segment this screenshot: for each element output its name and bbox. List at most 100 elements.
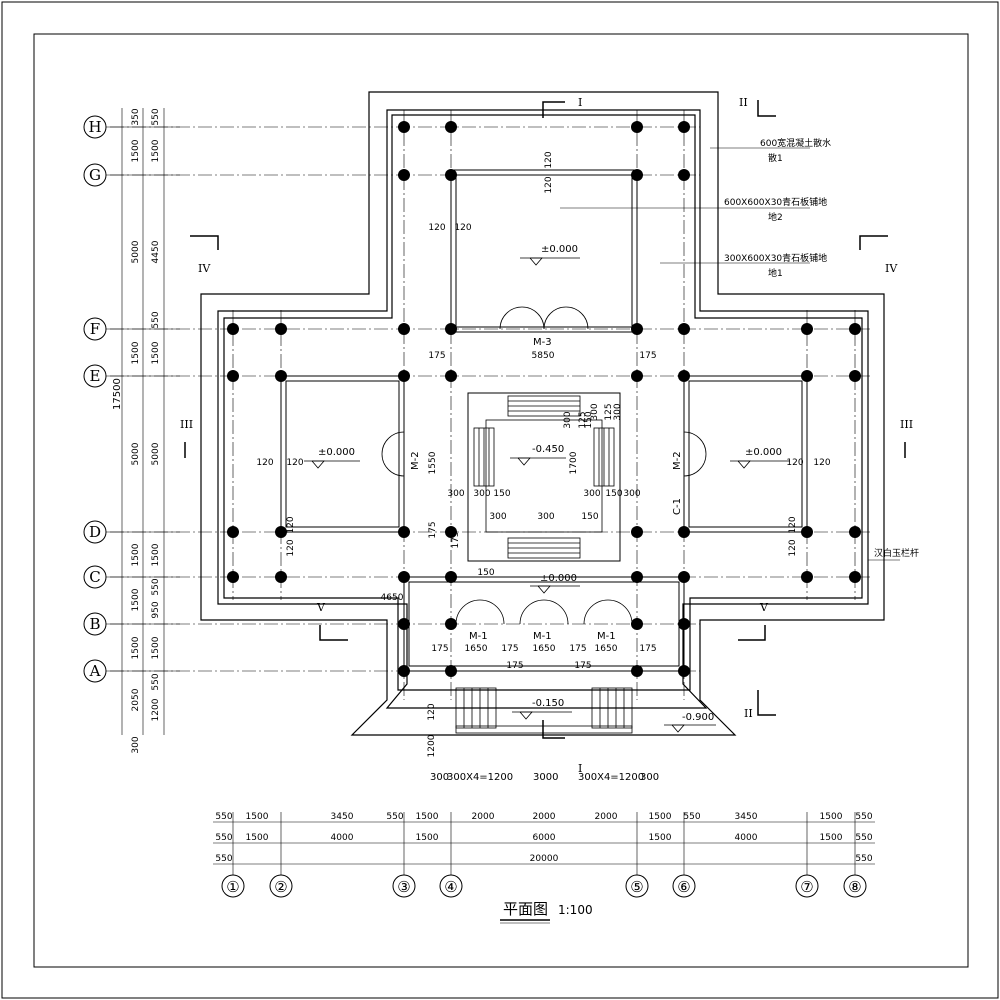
door-M3: M-3 (533, 337, 552, 348)
bottom-dim-value: 550 (215, 833, 232, 843)
column-dot (678, 526, 690, 538)
column-dot (678, 323, 690, 335)
column-dot (398, 121, 410, 133)
left-dim-value: 5000 (131, 240, 141, 263)
column-dot (398, 370, 410, 382)
left-dim-value: 1500 (151, 543, 161, 566)
drawing-title: 平面图 (503, 900, 548, 918)
annotations: 600宽混凝土散水 散1 600X600X30青石板铺地 地2 300X600X… (724, 137, 919, 559)
plan-dim-value: 1650 (595, 644, 618, 654)
bottom-dim-value: 1500 (246, 833, 269, 843)
axis-label-E: E (90, 367, 101, 385)
level-west: ±0.000 (318, 447, 355, 458)
section-markers (184, 100, 906, 739)
column-dot (227, 571, 239, 583)
bottom-dim-value: 1500 (820, 833, 843, 843)
axis-label-bottom: ⑦ (800, 878, 813, 896)
bottom-dim-value: 550 (855, 833, 872, 843)
plan-dim-value: 175 (569, 644, 586, 654)
left-dim-value: 5000 (131, 442, 141, 465)
note-floor-1: 300X600X30青石板铺地 (724, 252, 827, 264)
left-dim-value: 1500 (131, 636, 141, 659)
level-north: ±0.000 (541, 244, 578, 255)
column-dot (631, 323, 643, 335)
column-dot (227, 370, 239, 382)
left-dim-value: 1500 (131, 341, 141, 364)
plan-dim-value: 150 (493, 489, 510, 499)
column-dot (631, 169, 643, 181)
plan-dim-value: 120 (286, 458, 303, 468)
note-floor-2-code: 地2 (768, 211, 783, 223)
section-III-left: III (180, 418, 193, 431)
plan-dim-value: 125 (604, 403, 614, 420)
bottom-dimension-lines (213, 821, 875, 865)
bottom-dim-value: 4000 (735, 833, 758, 843)
note-railing: 汉白玉栏杆 (874, 547, 919, 559)
door-M1-b: M-1 (533, 631, 552, 642)
column-dot (445, 323, 457, 335)
bottom-dim-value: 550 (683, 812, 700, 822)
bottom-dim-value: 1500 (246, 812, 269, 822)
plan-dim-value: 175 (506, 661, 523, 671)
bottom-dim-value: 1500 (416, 812, 439, 822)
front-steps (455, 687, 633, 734)
axis-label-bottom: ② (274, 878, 287, 896)
step-dim-5: 300 (640, 772, 659, 783)
section-II-bottom: II (744, 707, 753, 720)
column-dot (631, 571, 643, 583)
plan-dim-value: 175 (451, 531, 461, 548)
section-III-right: III (900, 418, 913, 431)
level-south-hall: ±0.000 (540, 573, 577, 584)
door-M2-west: M-2 (410, 451, 421, 470)
plan-dim-value: 300 (537, 512, 554, 522)
column-dot (227, 526, 239, 538)
axis-label-bottom: ④ (444, 878, 457, 896)
left-dim-value: 950 (151, 601, 161, 618)
bottom-dim-value: 2000 (533, 812, 556, 822)
bottom-dim-value: 20000 (530, 854, 559, 864)
column-dot (445, 571, 457, 583)
plan-dim-value: 175 (431, 644, 448, 654)
plan-dim-value: 120 (786, 458, 803, 468)
plan-dim-value: 175 (574, 661, 591, 671)
left-dim-value: 550 (151, 108, 161, 125)
column-dot (801, 323, 813, 335)
axis-label-bottom: ⑤ (630, 878, 643, 896)
column-dot (801, 571, 813, 583)
plan-dim-value: 1650 (533, 644, 556, 654)
column-dot (849, 323, 861, 335)
axis-label-bottom: ⑧ (848, 878, 861, 896)
left-dim-value: 1500 (151, 341, 161, 364)
column-dot (445, 121, 457, 133)
column-dot (398, 571, 410, 583)
step-dim-4: 300X4=1200 (578, 772, 644, 783)
left-dim-value: 1500 (131, 588, 141, 611)
column-dot (445, 665, 457, 677)
axis-label-H: H (88, 118, 101, 136)
door-M2-east: M-2 (672, 451, 683, 470)
level-labels: ±0.000 ±0.000 ±0.000 -0.450 ±0.000 -0.15… (318, 244, 782, 723)
plan-dim-value: 120 (544, 176, 554, 193)
left-dimension-text: 17500 (112, 378, 123, 410)
axis-label-B: B (89, 615, 100, 633)
plan-dim-value: 300 (447, 489, 464, 499)
level-east: ±0.000 (745, 447, 782, 458)
plan-dim-value: 175 (639, 644, 656, 654)
section-IV-left: IV (198, 262, 211, 275)
section-I-top: I (578, 96, 582, 109)
note-floor-1-code: 地1 (768, 267, 783, 279)
plan-dim-value: 120 (788, 539, 798, 556)
column-dot (445, 169, 457, 181)
plan-dim-value: 120 (428, 223, 445, 233)
plan-dim-value: 300 (590, 403, 600, 420)
axis-label-bottom: ③ (397, 878, 410, 896)
left-dim-value: 5000 (151, 442, 161, 465)
plan-dim-value: 150 (477, 568, 494, 578)
left-dim-value: 1500 (151, 139, 161, 162)
